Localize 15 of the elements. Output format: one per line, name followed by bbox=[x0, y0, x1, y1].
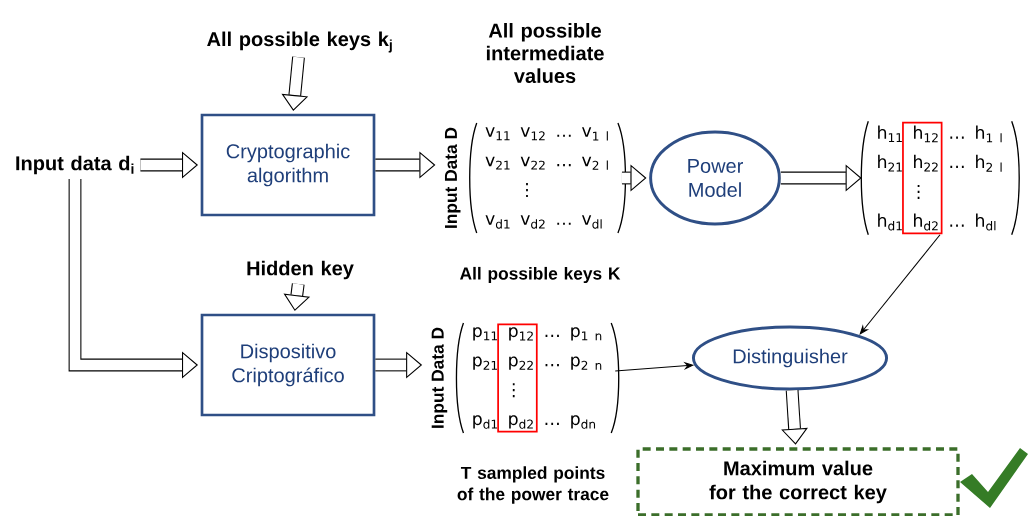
axis-label: Input Data D bbox=[444, 127, 461, 228]
arrow bbox=[781, 390, 808, 445]
matrix: h$_{11}$ h$_{12}$ … h$_{1 l}$ h$_{21}$ h$_{22}$ … h$_{2 l}$ ⋮ h$_{d1}$ h$_{d2}$ … h$_{dl}$ bbox=[860, 120, 1020, 236]
caption-text: T sampled points of the power trace bbox=[457, 466, 609, 504]
caption-text: All possible intermediate values bbox=[486, 23, 604, 83]
result-box: Maximum value for the correct key bbox=[636, 447, 960, 516]
caption-text: All possible keys K bbox=[460, 266, 621, 284]
label-text: All possible keys k$_{j}$ bbox=[207, 31, 392, 53]
process-box: Cryptographic algorithm bbox=[200, 113, 376, 217]
label-text: Hidden key bbox=[247, 260, 354, 280]
process-box: Dispositivo Criptográfico bbox=[200, 313, 376, 417]
matrix: p$_{11}$ p$_{12}$ … p$_{1 n}$ p$_{21}$ p$_{22}$ … p$_{2 n}$ ⋮ p$_{d1}$ p$_{d2}$ … p$_{dn}$ bbox=[455, 322, 620, 434]
matrix: v$_{11}$ v$_{12}$ … v$_{1 l}$ v$_{21}$ v$_{22}$ … v$_{2 l}$ ⋮ v$_{d1}$ v$_{d2}$ … v$_{dl}$ bbox=[469, 122, 627, 234]
label-text: Input data d$_{i}$ bbox=[16, 155, 134, 175]
axis-label: Input Data D bbox=[431, 327, 448, 428]
